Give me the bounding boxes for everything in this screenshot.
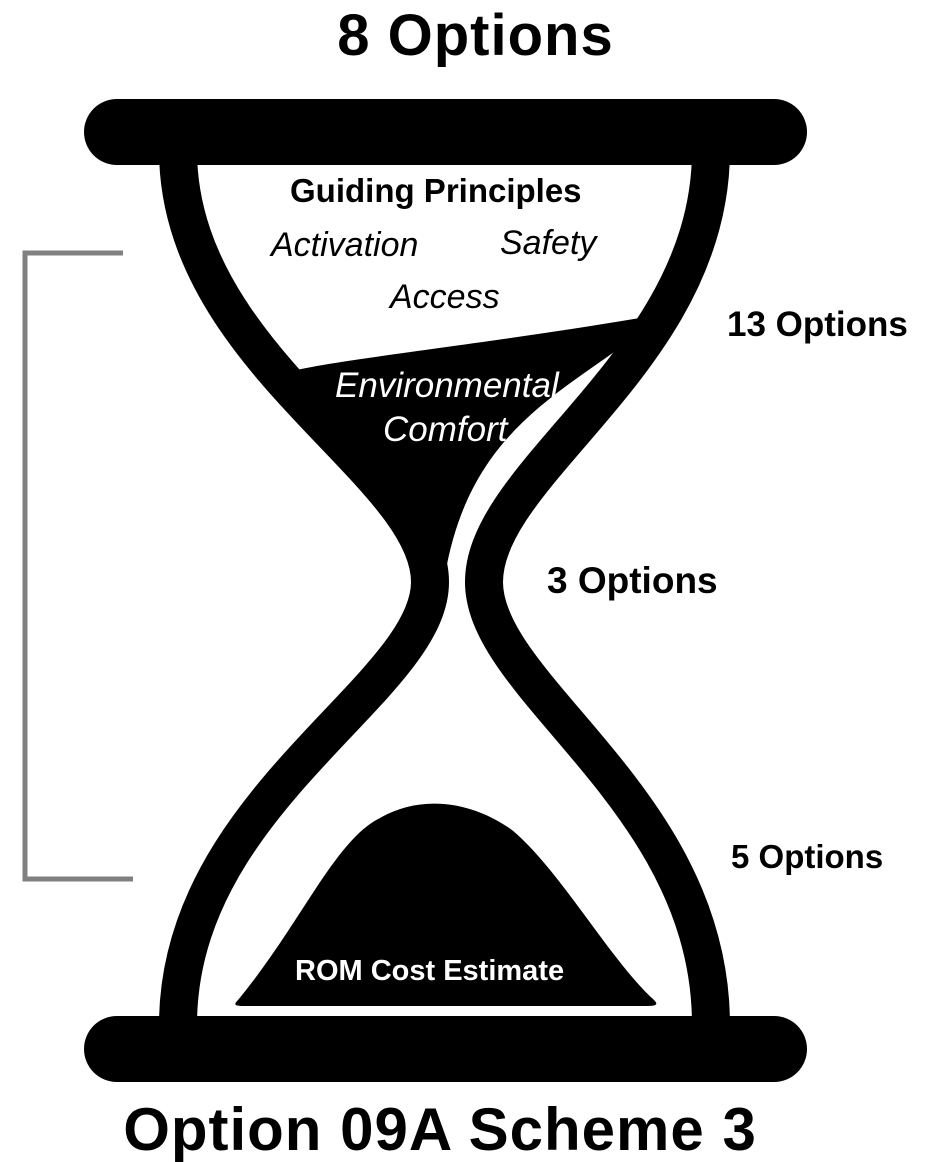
options-count-middle: 3 Options bbox=[547, 560, 718, 601]
top-plate bbox=[84, 99, 807, 165]
guiding-principles-heading: Guiding Principles bbox=[290, 172, 582, 209]
page-title: 8 Options bbox=[337, 3, 614, 68]
hourglass-glass bbox=[159, 131, 730, 1044]
sand-top-label-line1: Environmental bbox=[335, 366, 559, 405]
options-count-upper: 13 Options bbox=[727, 305, 908, 344]
bracket-icon bbox=[22, 250, 133, 882]
scheme-title: Option 09A Scheme 3 bbox=[123, 1096, 757, 1162]
principle-activation: Activation bbox=[271, 226, 419, 264]
sand-top-label-line2: Comfort bbox=[383, 410, 508, 449]
bottom-plate bbox=[84, 1016, 807, 1082]
options-count-lower: 5 Options bbox=[731, 838, 884, 875]
principle-access: Access bbox=[390, 278, 500, 316]
lower-sand bbox=[235, 803, 657, 1006]
rom-cost-estimate-label: ROM Cost Estimate bbox=[295, 955, 565, 987]
principle-safety: Safety bbox=[500, 224, 597, 262]
upper-sand bbox=[284, 317, 652, 575]
